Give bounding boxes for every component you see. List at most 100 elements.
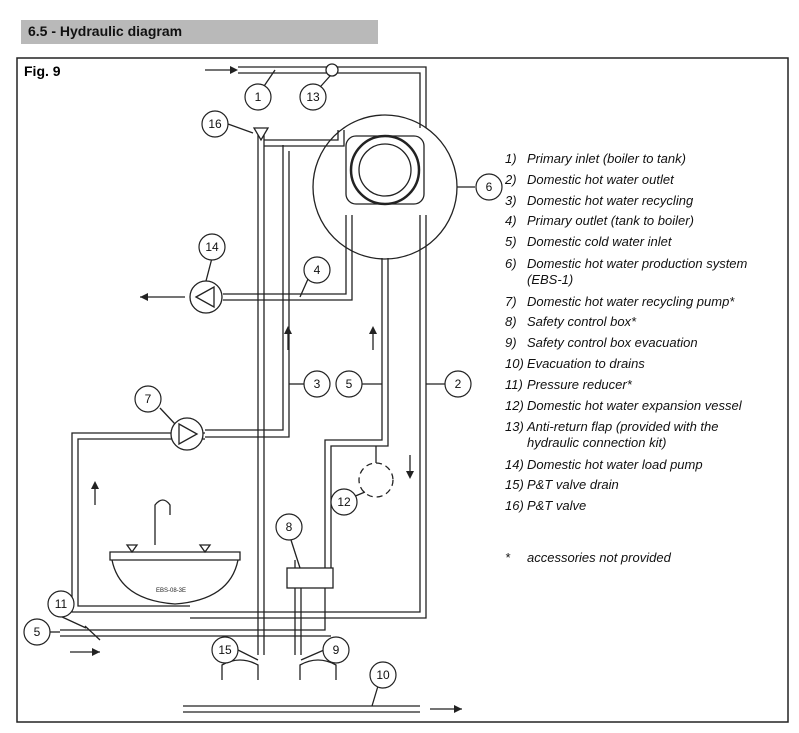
section-title: 6.5 - Hydraulic diagram <box>28 23 183 39</box>
callout-13: 13 <box>299 83 327 111</box>
legend-item: 8)Safety control box* <box>505 314 636 329</box>
legend-text: Safety control box evacuation <box>527 335 698 350</box>
callout-2: 2 <box>444 370 472 398</box>
callout-4: 4 <box>303 256 331 284</box>
callout-8: 8 <box>275 513 303 541</box>
legend-number: 4) <box>505 213 517 228</box>
legend-text: Domestic hot water outlet <box>527 172 674 187</box>
legend-item: 14)Domestic hot water load pump <box>505 457 703 472</box>
legend-item: 9)Safety control box evacuation <box>505 335 698 350</box>
leader-15 <box>237 649 259 661</box>
legend-text: hydraulic connection kit) <box>527 435 667 450</box>
pipe-primary-inlet-inner <box>238 72 421 128</box>
legend-text: Anti-return flap (provided with the <box>527 419 719 434</box>
callout-12: 12 <box>330 488 358 516</box>
svg-text:15: 15 <box>218 643 232 657</box>
pipe-primary-outlet-inner <box>223 215 347 295</box>
legend-number: 12) <box>505 398 524 413</box>
legend-item: 2)Domestic hot water outlet <box>505 172 674 187</box>
drain-trap-right <box>299 659 337 680</box>
legend-number: 1) <box>505 151 517 166</box>
legend-text: Primary inlet (boiler to tank) <box>527 151 686 166</box>
legend-number: 5) <box>505 234 517 249</box>
figure-label: Fig. 9 <box>24 63 61 79</box>
legend-number: 11) <box>505 377 523 392</box>
pipe-pt-connect-inner <box>264 130 345 147</box>
footnote-text: accessories not provided <box>527 550 671 565</box>
svg-text:8: 8 <box>286 520 293 534</box>
legend-item: (EBS-1) <box>505 272 573 287</box>
legend-text: P&T valve drain <box>527 477 619 492</box>
svg-text:7: 7 <box>145 392 152 406</box>
svg-text:14: 14 <box>205 240 219 254</box>
callout-14: 14 <box>198 233 226 261</box>
sink-tap-left <box>125 544 139 554</box>
arrowhead-2 <box>406 471 414 479</box>
legend-text: (EBS-1) <box>527 272 574 287</box>
sink-faucet <box>154 499 171 545</box>
legend-text: Primary outlet (tank to boiler) <box>527 213 694 228</box>
svg-text:10: 10 <box>376 668 390 682</box>
arrowhead-3 <box>284 326 292 334</box>
pipe-primary-inlet <box>238 66 427 128</box>
legend-text: Safety control box* <box>527 314 637 329</box>
callout-5a: 5 <box>335 370 363 398</box>
pipe-recycling <box>205 145 284 431</box>
legend-text: Pressure reducer* <box>527 377 632 392</box>
legend-item: 12)Domestic hot water expansion vessel <box>505 398 742 413</box>
pipe-primary-outlet <box>223 215 353 301</box>
sink-top <box>109 551 241 561</box>
legend-item: 15)P&T valve drain <box>505 477 619 492</box>
arrowhead-5 <box>369 326 377 334</box>
section-header: 6.5 - Hydraulic diagram <box>21 20 378 44</box>
safety-control-box <box>286 567 334 589</box>
legend-number: 6) <box>505 256 517 271</box>
pipe-pt-connect <box>264 130 339 141</box>
legend-text: Domestic hot water expansion vessel <box>527 398 742 413</box>
legend-number: 3) <box>505 193 517 208</box>
recycling-pump-symbol <box>178 422 199 446</box>
arrowhead-inlet <box>230 66 238 74</box>
leader-9 <box>300 649 325 661</box>
legend-item: 10)Evacuation to drains <box>505 356 645 371</box>
svg-text:5: 5 <box>346 377 353 391</box>
callout-11: 11 <box>47 590 75 618</box>
legend-item: 13)Anti-return flap (provided with the <box>505 419 718 434</box>
footnote-mark: * <box>505 550 511 565</box>
leader-7 <box>159 407 176 425</box>
sink-label: EBS-08-3E <box>156 588 186 594</box>
sink-basin <box>111 559 239 605</box>
svg-text:9: 9 <box>333 643 340 657</box>
arrowhead-cold <box>92 648 100 656</box>
svg-text:6: 6 <box>486 180 493 194</box>
arrowhead-load-pump <box>140 293 148 301</box>
leader-10 <box>371 685 379 707</box>
legend-item: 7)Domestic hot water recycling pump* <box>505 294 734 309</box>
legend-text: Domestic hot water recycling pump* <box>527 294 735 309</box>
callout-3: 3 <box>303 370 331 398</box>
callout-1: 1 <box>244 83 272 111</box>
callout-7: 7 <box>134 385 162 413</box>
legend-number: 16) <box>505 498 524 513</box>
expansion-vessel <box>358 462 394 498</box>
legend-item: 16)P&T valve <box>505 498 586 513</box>
legend-text: Domestic hot water load pump <box>527 457 703 472</box>
legend-item: hydraulic connection kit) <box>505 435 666 450</box>
svg-text:16: 16 <box>208 117 222 131</box>
figure-frame <box>16 57 789 723</box>
svg-text:12: 12 <box>337 495 351 509</box>
pressure-reducer <box>84 625 101 641</box>
legend-number: 10) <box>505 356 524 371</box>
callout-15: 15 <box>211 636 239 664</box>
pipe-cold-supply <box>60 570 326 631</box>
svg-text:4: 4 <box>314 263 321 277</box>
callout-5b: 5 <box>23 618 51 646</box>
pipe-recycling-inner <box>205 151 290 438</box>
pipe-recycle-loop-inner <box>77 438 205 607</box>
legend-text: P&T valve <box>527 498 587 513</box>
callout-10: 10 <box>369 661 397 689</box>
legend-text: Domestic hot water recycling <box>527 193 694 208</box>
anti-return-flap <box>325 63 339 77</box>
legend-item: 6)Domestic hot water production system <box>505 256 747 271</box>
